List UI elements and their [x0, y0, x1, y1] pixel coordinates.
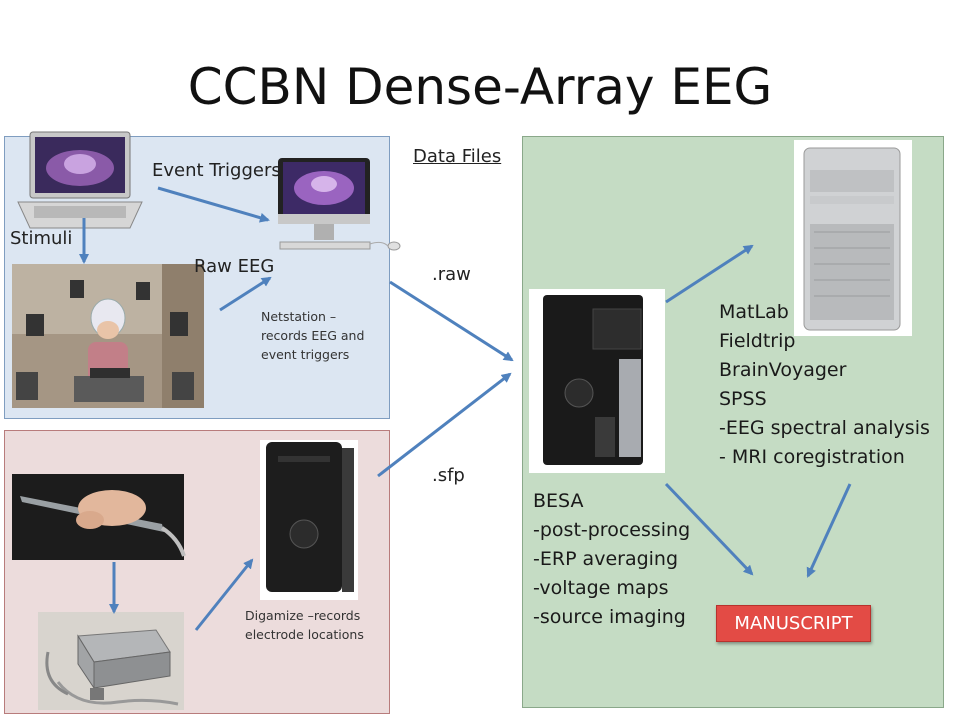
- arrow-laptop-to-desktop: [157, 186, 270, 223]
- arrow-macpro-to-manuscript: [806, 483, 852, 578]
- data-files-label: Data Files: [413, 146, 502, 167]
- matlab-list: MatLab Fieldtrip BrainVoyager SPSS -EEG …: [719, 298, 930, 472]
- digitizer-unit-photo: [38, 612, 184, 710]
- mac-pro-icon: [794, 140, 912, 336]
- arrow-blue-to-besa: [389, 280, 514, 362]
- list-item: -EEG spectral analysis: [719, 417, 930, 439]
- list-item: SPSS: [719, 388, 767, 410]
- arrow-pink-to-besa: [377, 372, 512, 478]
- list-item: - MRI coregistration: [719, 446, 905, 468]
- digitizer-computer-icon: [260, 440, 358, 600]
- arrow-unit-to-tower: [194, 558, 254, 631]
- raw-eeg-label: Raw EEG: [194, 256, 275, 277]
- raw-file-label: .raw: [432, 264, 471, 285]
- besa-list: BESA -post-processing -ERP averaging -vo…: [533, 487, 690, 632]
- besa-workstation-icon: [529, 289, 665, 473]
- digamize-note: Digamize –records electrode locations: [245, 608, 364, 642]
- arrow-besa-to-macpro: [665, 244, 754, 304]
- list-item: MatLab: [719, 301, 789, 323]
- list-item: -ERP averaging: [533, 548, 679, 570]
- event-triggers-label: Event Triggers: [152, 160, 281, 181]
- eeg-lab-photo: [12, 264, 204, 408]
- digitizer-pen-photo: [12, 474, 186, 560]
- list-item: BESA: [533, 490, 584, 512]
- laptop-icon: [17, 131, 143, 229]
- manuscript-box: MANUSCRIPT: [716, 605, 871, 642]
- list-item: Fieldtrip: [719, 330, 796, 352]
- list-item: -source imaging: [533, 606, 686, 628]
- list-item: BrainVoyager: [719, 359, 847, 381]
- page-title: CCBN Dense-Array EEG: [187, 58, 773, 116]
- list-item: -post-processing: [533, 519, 691, 541]
- netstation-note: Netstation – records EEG and event trigg…: [261, 309, 365, 362]
- arrow-lab-to-desktop: [219, 276, 272, 312]
- list-item: -voltage maps: [533, 577, 669, 599]
- sfp-file-label: .sfp: [432, 465, 465, 486]
- stimuli-label: Stimuli: [10, 228, 73, 249]
- desktop-computer-icon: [278, 158, 401, 251]
- arrow-besa-to-manuscript: [664, 482, 754, 576]
